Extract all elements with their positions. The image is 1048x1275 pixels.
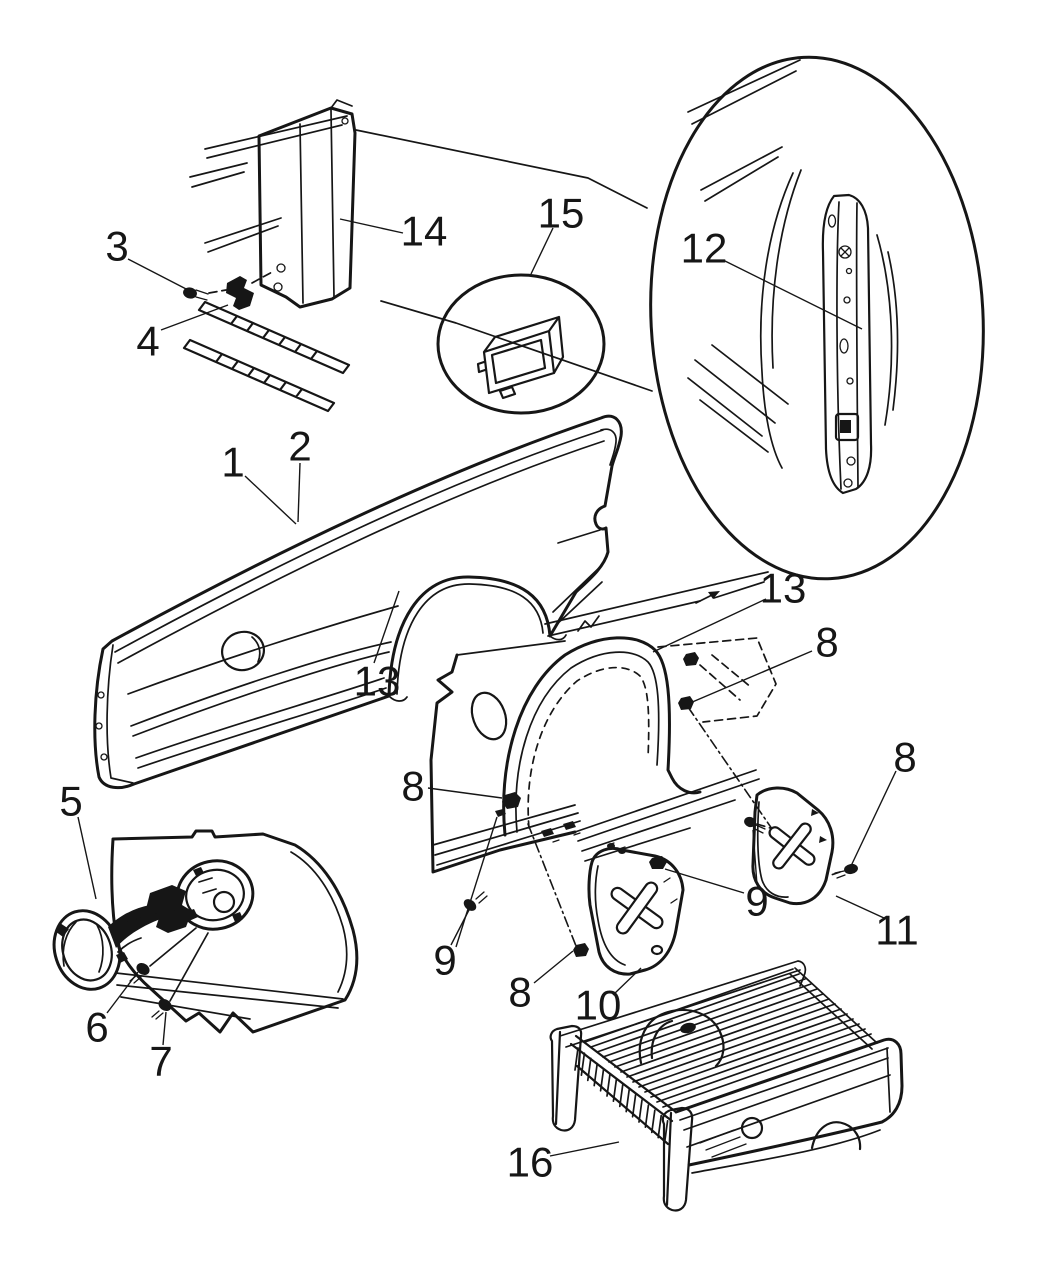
rear-pillar-reinforcement: [821, 193, 873, 495]
callout-15[interactable]: 15: [538, 190, 585, 237]
splash-shield-left: [573, 847, 685, 976]
callout-14[interactable]: 14: [401, 208, 448, 255]
direction-arrow-icon: [708, 591, 720, 599]
box-side-panel: [93, 414, 623, 790]
inner-wheelhouse-panel: [429, 571, 791, 947]
callout-leader-4: [160, 304, 229, 331]
callout-leader-9b-1: [752, 829, 758, 886]
callout-leader-6: [106, 971, 139, 1014]
callout-6[interactable]: 6: [85, 1004, 108, 1051]
callout-9a[interactable]: 9: [433, 937, 456, 984]
inset-ellipse: [649, 55, 985, 581]
callout-8d[interactable]: 8: [508, 969, 531, 1016]
bulkhead-slats: [574, 1047, 669, 1144]
callout-3[interactable]: 3: [105, 223, 128, 270]
floor-slots: [182, 300, 351, 413]
callout-leader-12: [722, 259, 863, 330]
splash-shield-right: [744, 786, 858, 906]
front-right-stake-pillar: [661, 1106, 694, 1212]
callout-1[interactable]: 1: [221, 439, 244, 486]
fuel-door-ring: [52, 909, 122, 991]
callout-leader-5: [77, 816, 97, 900]
front-pillar-outline: [257, 106, 357, 309]
wheel-arch-inner-line: [396, 583, 544, 695]
callout-13b[interactable]: 13: [760, 565, 807, 612]
callout-7[interactable]: 7: [149, 1038, 172, 1085]
right-side-panel: [674, 1037, 904, 1167]
screw-icon: [183, 287, 209, 301]
inset-circle: [436, 273, 606, 415]
callout-leader-8a: [689, 650, 813, 704]
push-clip-icon: [502, 792, 521, 809]
callout-8b[interactable]: 8: [893, 734, 916, 781]
callout-leader-8c: [427, 787, 503, 799]
callout-leader-15: [530, 227, 554, 275]
wheel-hump: [638, 1008, 725, 1068]
side-panel-hole: [740, 1116, 764, 1140]
callout-leader-16: [549, 1141, 620, 1157]
box-side-panel-outline: [93, 414, 623, 790]
callout-9b[interactable]: 9: [745, 878, 768, 925]
callout-leader-2: [297, 462, 301, 523]
callout-2[interactable]: 2: [288, 423, 311, 470]
callout-13a[interactable]: 13: [354, 658, 401, 705]
callout-8c[interactable]: 8: [401, 763, 424, 810]
front-box-corner-detail: [182, 99, 653, 413]
callout-leader-13a: [373, 590, 400, 664]
callout-leader-14: [339, 218, 404, 234]
callout-16[interactable]: 16: [507, 1139, 554, 1186]
fuel-filler-door-assembly: [52, 829, 359, 1034]
callout-leader-3: [127, 258, 191, 292]
callout-8a[interactable]: 8: [815, 619, 838, 666]
arch-seal-dashed-line: [527, 666, 650, 829]
screw-icon: [834, 863, 858, 879]
wheelhouse-arch-outline: [502, 636, 702, 837]
clip-detail-inset: [436, 273, 606, 415]
fuel-filler-hole: [221, 630, 265, 672]
x-rib: [772, 822, 812, 870]
callout-12[interactable]: 12: [681, 225, 728, 272]
callout-leader-9a-1: [455, 816, 498, 948]
callout-11[interactable]: 11: [875, 907, 919, 954]
callout-5[interactable]: 5: [59, 778, 82, 825]
callout-leader-10: [612, 967, 642, 996]
rear-wheel-arch-cut: [810, 1121, 862, 1151]
callout-leader-8b: [850, 770, 897, 867]
callout-10[interactable]: 10: [575, 982, 622, 1029]
screw-icon: [744, 816, 766, 834]
callout-leader-8d: [533, 950, 574, 984]
magnifier-connector-lines: [355, 129, 653, 392]
pillar-detail-inset: [649, 55, 985, 581]
x-rib: [615, 881, 659, 935]
callout-leader-7: [162, 1011, 167, 1046]
retainer-clip-icon: [476, 315, 565, 400]
callout-leader-13b: [652, 598, 767, 653]
callout-leader-1: [244, 475, 297, 525]
screw-icon: [151, 998, 172, 1020]
callout-leader-11: [835, 895, 885, 919]
push-clip-icon: [649, 856, 667, 869]
front-left-stake-pillar: [549, 1024, 583, 1132]
callout-leader-9b: [664, 868, 745, 894]
screw-icon: [463, 891, 488, 911]
hinge-bracket-icon: [226, 276, 254, 310]
truck-bed-box: [549, 960, 904, 1212]
hinge-bracket-icon: [146, 885, 192, 933]
callout-4[interactable]: 4: [136, 318, 159, 365]
